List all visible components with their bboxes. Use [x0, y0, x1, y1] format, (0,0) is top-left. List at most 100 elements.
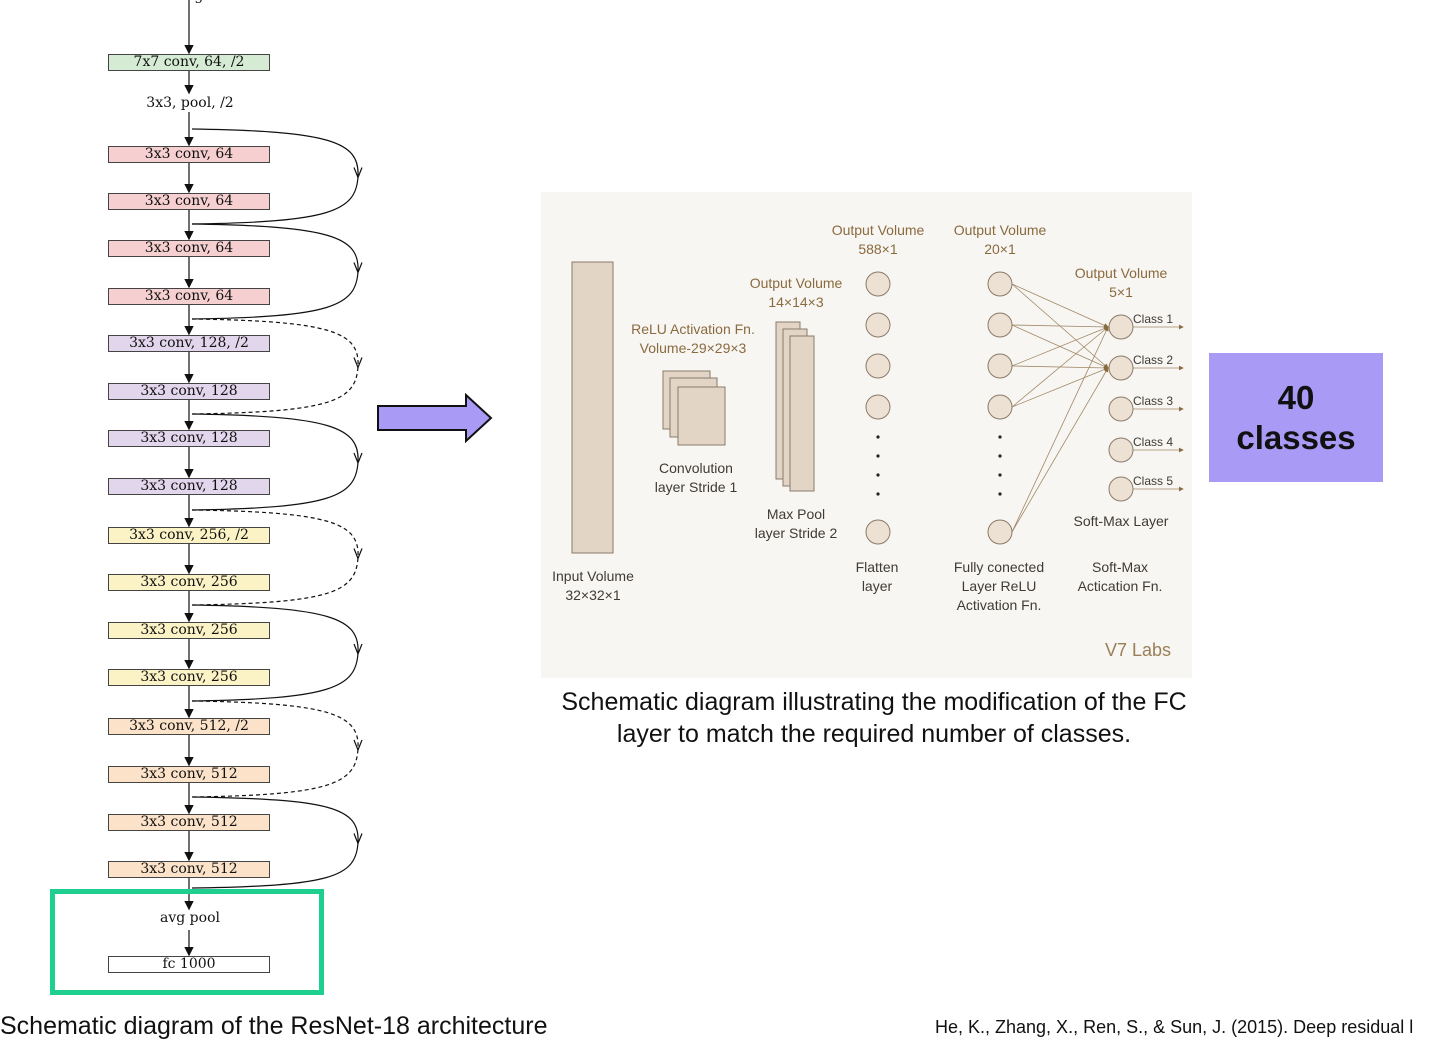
- softmax-neuron: [1108, 476, 1134, 502]
- ellipsis-dot: [998, 435, 1002, 439]
- maxpool-output-size: 14×14×3: [768, 294, 823, 310]
- fc-label-line2: Layer ReLU: [962, 578, 1037, 594]
- resnet-conv-layer: 3x3 conv, 64: [108, 288, 270, 305]
- v7-labs-brand: V7 Labs: [1105, 640, 1171, 660]
- ellipsis-dot: [876, 435, 880, 439]
- fc-connection: [1011, 283, 1109, 328]
- resnet-conv-layer: 3x3 conv, 256: [108, 574, 270, 591]
- flatten-neuron: [865, 519, 891, 545]
- skip-arrowhead: [353, 739, 363, 752]
- ellipsis-dot: [876, 454, 880, 458]
- skip-arrowhead: [353, 548, 363, 561]
- stem-conv-layer: 7x7 conv, 64, /2: [108, 54, 270, 71]
- input-volume-size: 32×32×1: [565, 587, 620, 603]
- classifier-highlight-box: [50, 889, 324, 995]
- resnet-conv-layer: 3x3 conv, 128: [108, 430, 270, 447]
- fc-output-size: 20×1: [984, 241, 1016, 257]
- fc-connection: [1011, 367, 1109, 408]
- skip-arrowhead: [353, 643, 363, 656]
- maxpool-feature-maps: [789, 335, 815, 492]
- ellipsis-dot: [998, 454, 1002, 458]
- flatten-output-size: 588×1: [858, 241, 898, 257]
- resnet-conv-layer: 3x3 conv, 256: [108, 622, 270, 639]
- resnet-conv-layer: 3x3 conv, 64: [108, 240, 270, 257]
- resnet-conv-layer: 3x3 conv, 128, /2: [108, 335, 270, 352]
- fc-neuron: [987, 353, 1013, 379]
- fc-connection: [1011, 367, 1109, 533]
- fc-neuron: [987, 271, 1013, 297]
- classes-count-box: 40 classes: [1209, 353, 1383, 482]
- ellipsis-dot: [876, 492, 880, 496]
- ellipsis-dot: [876, 473, 880, 477]
- stem-pool-label: 3x3, pool, /2: [146, 95, 234, 111]
- skip-arrowhead: [353, 833, 363, 846]
- class-label: Class 1: [1133, 312, 1173, 326]
- softmax-layer-label: Soft-Max Layer: [1074, 513, 1169, 529]
- fc-label-line3: Activation Fn.: [957, 597, 1042, 613]
- skip-arrowhead: [353, 452, 363, 465]
- avg-pool-label: avg pool: [160, 910, 220, 926]
- fc-connection: [1011, 326, 1109, 533]
- softmax-output-title: Output Volume: [1075, 265, 1168, 281]
- classes-word: classes: [1236, 418, 1356, 456]
- relu-title: ReLU Activation Fn.: [631, 321, 755, 337]
- maxpool-label-line1: Max Pool: [767, 506, 825, 522]
- resnet-conv-layer: 3x3 conv, 256: [108, 669, 270, 686]
- resnet-conv-layer: 3x3 conv, 64: [108, 193, 270, 210]
- skip-connection: [191, 700, 359, 798]
- resnet-conv-layer: 3x3 conv, 128: [108, 383, 270, 400]
- skip-connection: [191, 604, 359, 702]
- skip-connection: [191, 509, 359, 606]
- relu-volume: Volume-29×29×3: [640, 340, 747, 356]
- class-label: Class 5: [1133, 474, 1173, 488]
- skip-connection: [191, 413, 359, 511]
- resnet-conv-layer: 3x3 conv, 128: [108, 478, 270, 495]
- resnet-conv-layer: 3x3 conv, 512: [108, 861, 270, 878]
- conv-label-line1: Convolution: [659, 460, 733, 476]
- resnet-conv-layer: 3x3 conv, 256, /2: [108, 527, 270, 544]
- fc-connection: [1011, 326, 1109, 408]
- input-volume-title: Input Volume: [552, 568, 634, 584]
- class-label: Class 4: [1133, 435, 1173, 449]
- softmax-output-size: 5×1: [1109, 284, 1133, 300]
- fc-1000-layer: fc 1000: [108, 956, 270, 973]
- conv-feature-maps: [677, 386, 726, 446]
- classes-count: 40: [1277, 378, 1315, 416]
- skip-connection: [191, 318, 359, 415]
- softmax-neuron: [1108, 437, 1134, 463]
- class-label: Class 2: [1133, 353, 1173, 367]
- skip-arrowhead: [353, 357, 363, 370]
- maxpool-label-line2: layer Stride 2: [755, 525, 838, 541]
- flatten-neuron: [865, 353, 891, 379]
- flatten-neuron: [865, 312, 891, 338]
- ellipsis-dot: [998, 473, 1002, 477]
- maxpool-output-title: Output Volume: [750, 275, 843, 291]
- softmax-fn-line1: Soft-Max: [1092, 559, 1148, 575]
- fc-neuron: [987, 394, 1013, 420]
- softmax-neuron: [1108, 314, 1134, 340]
- resnet-connections: [184, 0, 363, 957]
- ellipsis-dot: [998, 492, 1002, 496]
- softmax-neuron: [1108, 396, 1134, 422]
- flatten-neuron: [865, 394, 891, 420]
- fc-label-line1: Fully conected: [954, 559, 1044, 575]
- resnet-conv-layer: 3x3 conv, 512: [108, 814, 270, 831]
- skip-arrowhead: [353, 167, 363, 180]
- flatten-label-line1: Flatten: [856, 559, 899, 575]
- flatten-output-title: Output Volume: [832, 222, 925, 238]
- resnet-conv-layer: 3x3 conv, 64: [108, 146, 270, 163]
- fc-neuron: [987, 519, 1013, 545]
- citation: He, K., Zhang, X., Ren, S., & Sun, J. (2…: [935, 1017, 1414, 1037]
- resnet-conv-layer: 3x3 conv, 512: [108, 766, 270, 783]
- class-label: Class 3: [1133, 394, 1173, 408]
- skip-arrowhead: [353, 262, 363, 275]
- flatten-label-line2: layer: [862, 578, 893, 594]
- fc-connection: [1011, 324, 1109, 330]
- fc-modification-caption: Schematic diagram illustrating the modif…: [561, 688, 1187, 748]
- resnet-input-label: image: [140, 0, 240, 4]
- softmax-fn-line2: Actication Fn.: [1078, 578, 1163, 594]
- conv-label-line2: layer Stride 1: [655, 479, 738, 495]
- fc-connection: [1011, 326, 1109, 367]
- softmax-neuron: [1108, 355, 1134, 381]
- transform-arrow-icon: [377, 393, 493, 443]
